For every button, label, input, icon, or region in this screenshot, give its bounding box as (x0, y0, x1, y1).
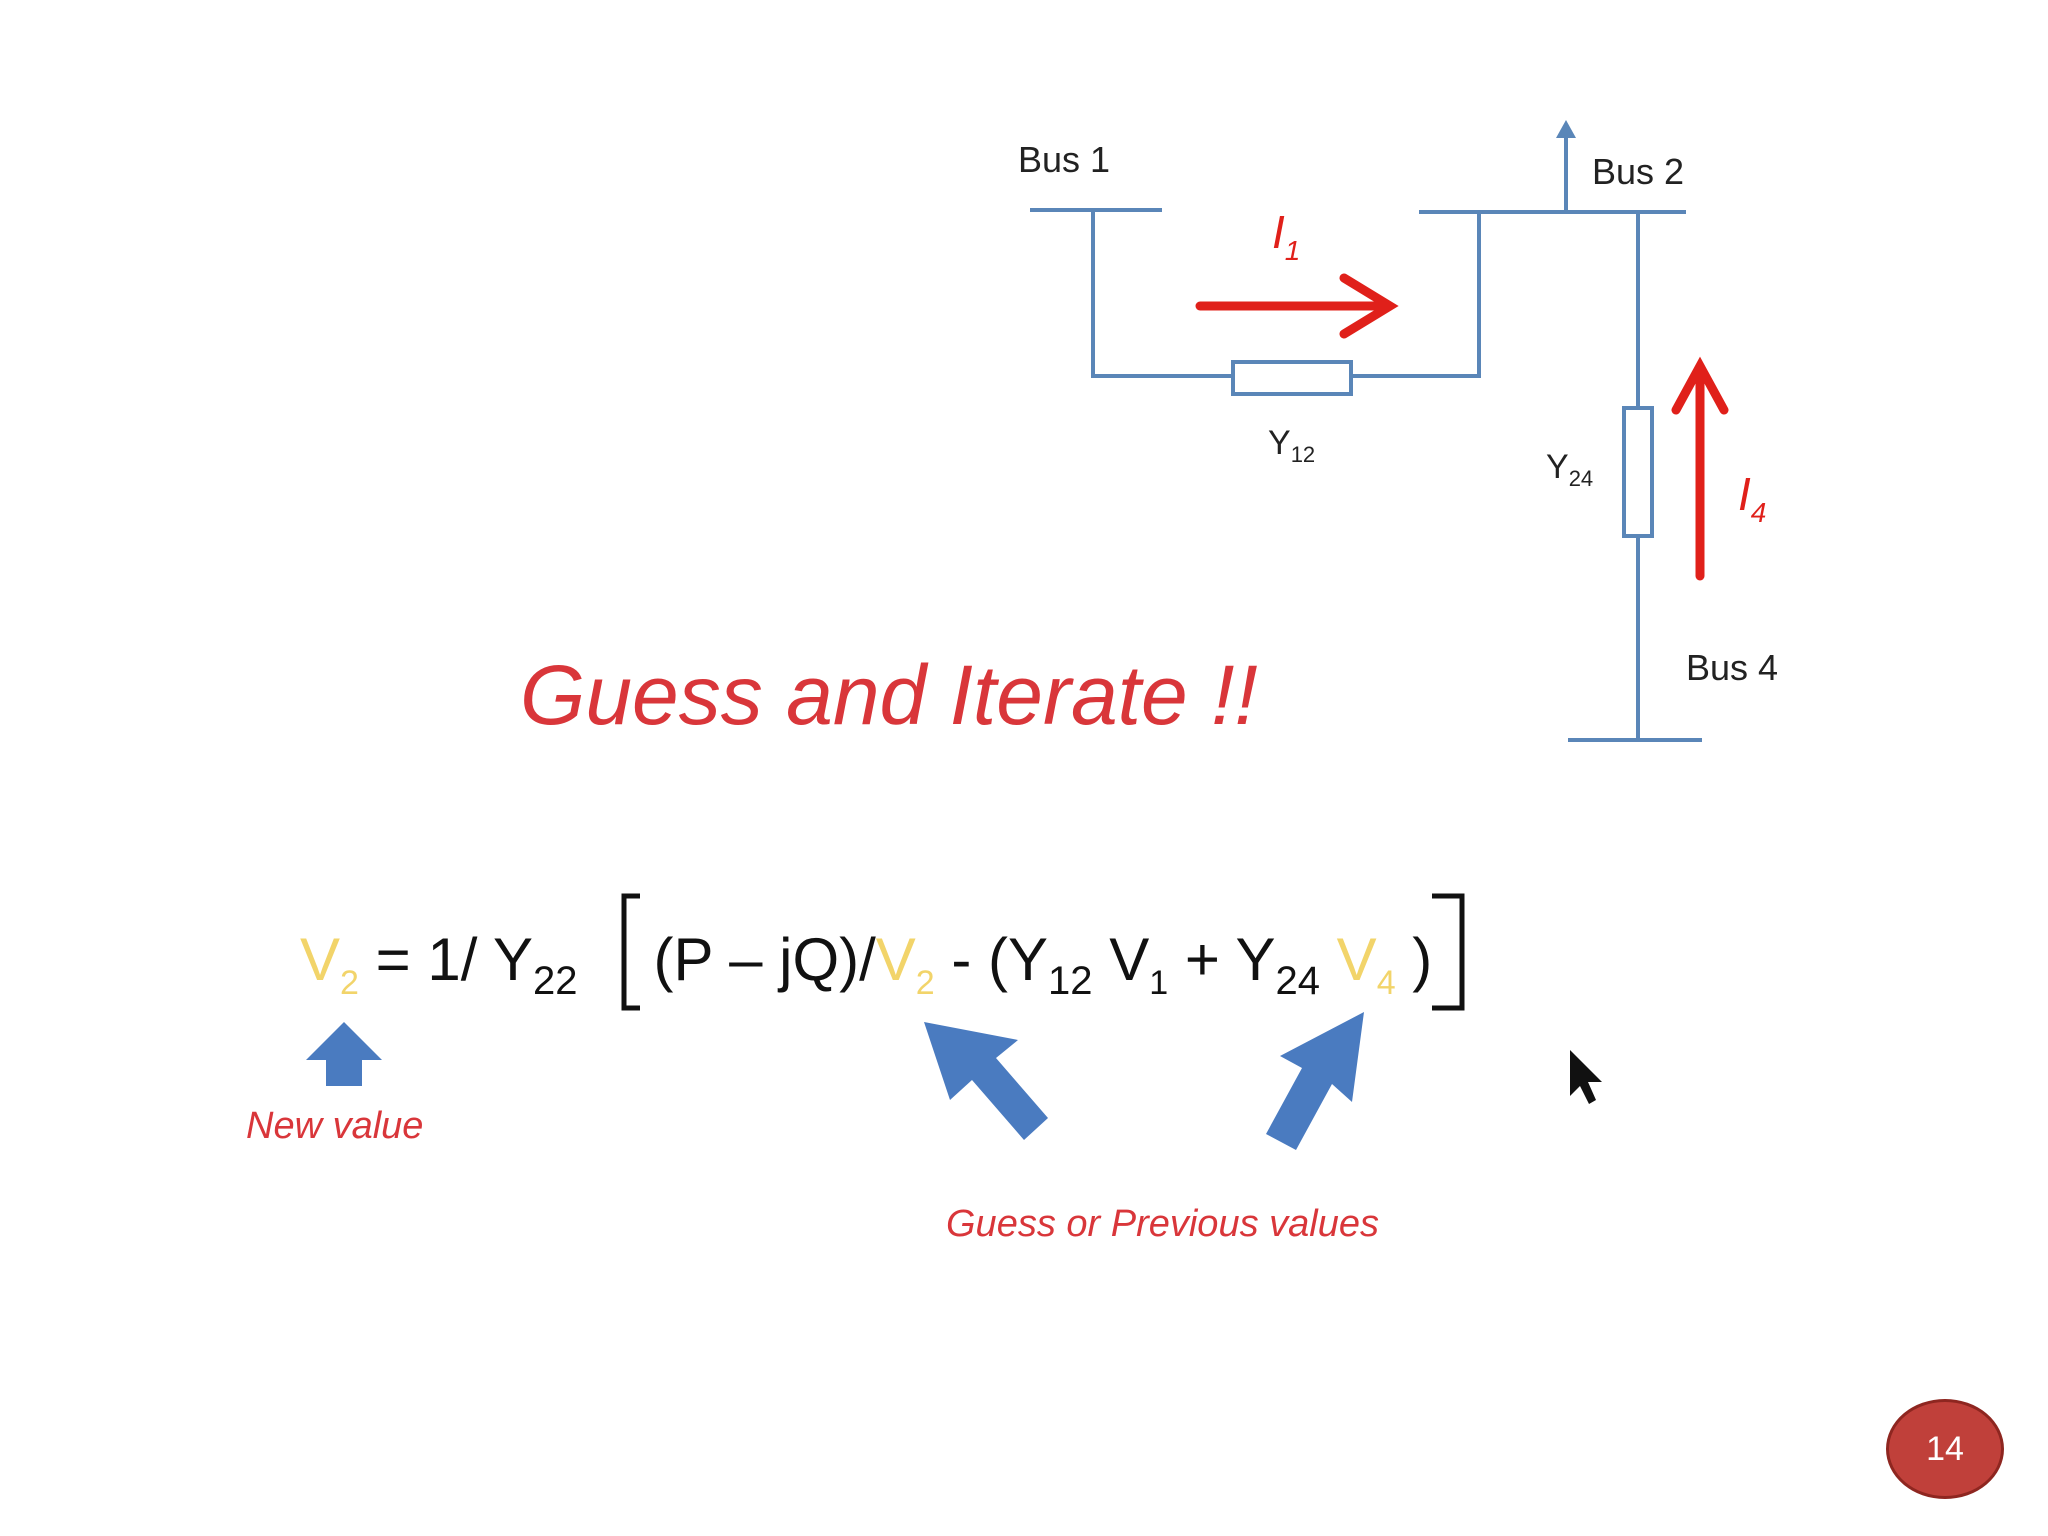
eq-v2-guess: V (876, 926, 916, 993)
page-number-badge: 14 (1886, 1399, 2004, 1499)
current-i1-arrow (1195, 273, 1399, 339)
heading: Guess and Iterate !! (520, 648, 1258, 742)
page-number: 14 (1926, 1429, 1964, 1468)
circuit-diagram (1030, 120, 1702, 742)
admittance-y12-label: Y12 (1268, 424, 1315, 467)
current-i4-label: I4 (1738, 468, 1766, 528)
guess-previous-label: Guess or Previous values (946, 1203, 1379, 1245)
equation-right-bracket (1432, 893, 1465, 1011)
eq-v2-new: V (300, 926, 340, 993)
bus2-load-arrowhead (1556, 120, 1576, 138)
bus1-wire (1091, 210, 1233, 378)
y24-resistor (1622, 406, 1654, 538)
mouse-cursor-icon (1570, 1050, 1602, 1104)
bus4-label: Bus 4 (1686, 647, 1778, 688)
new-value-label: New value (246, 1105, 423, 1147)
bus1-label: Bus 1 (1018, 139, 1110, 180)
bus2-wire-left (1351, 212, 1481, 378)
bus2-label: Bus 2 (1592, 151, 1684, 192)
eq-v4-guess: V (1320, 926, 1377, 993)
new-value-arrow (306, 1022, 382, 1086)
current-i4-arrow (1671, 356, 1729, 581)
guess-arrow-right (1266, 1012, 1364, 1150)
current-i1-label: I1 (1272, 206, 1300, 266)
guess-arrow-left (924, 1022, 1048, 1140)
admittance-y24-label: Y24 (1546, 448, 1593, 491)
iteration-equation: V2 = 1/ Y22(P – jQ)/V2 - (Y12 V1 + Y24 V… (300, 926, 1432, 1003)
y12-resistor (1231, 360, 1353, 396)
equation-left-bracket (621, 893, 640, 1011)
